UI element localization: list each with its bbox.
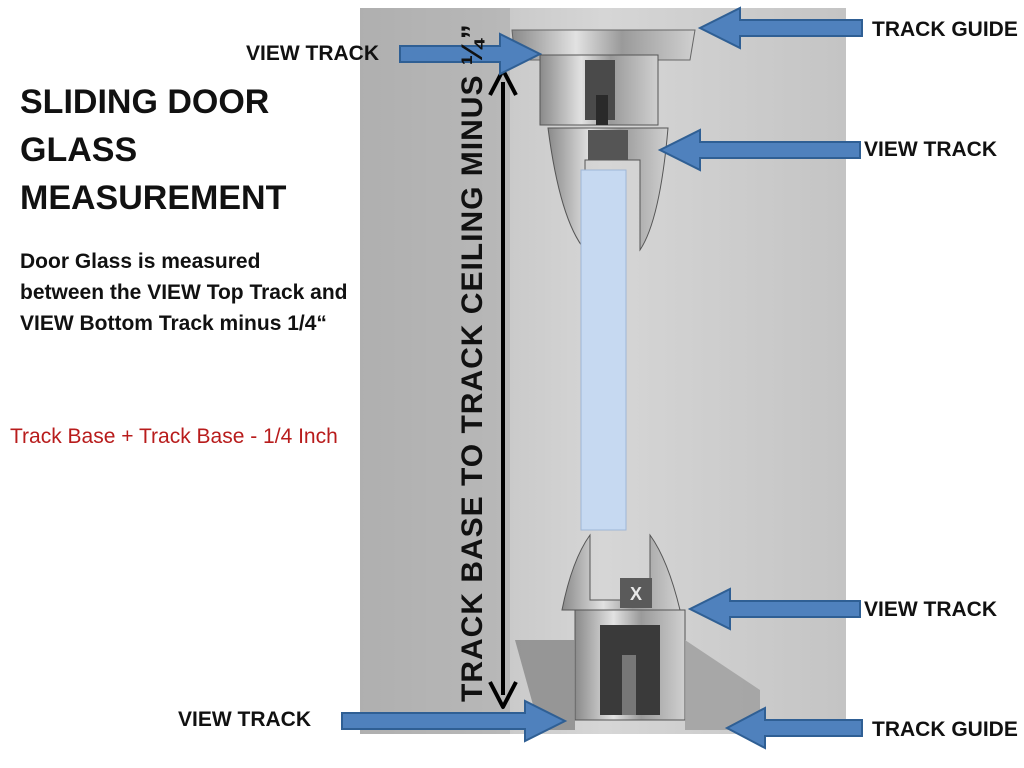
title-line-1: SLIDING DOOR <box>20 83 270 121</box>
arrow-track-guide-top <box>697 6 863 50</box>
top-track-assembly <box>511 29 696 252</box>
photo-shadow <box>360 8 510 734</box>
arrow-view-track-top-left <box>399 32 543 76</box>
title-line-2: GLASS <box>20 131 138 169</box>
title-line-3: MEASUREMENT <box>20 179 287 217</box>
bottom-track-assembly: X <box>515 533 760 730</box>
measurement-description: Door Glass is measured between the VIEW … <box>20 250 348 335</box>
measurement-formula: Track Base + Track Base - 1/4 Inch <box>10 425 338 448</box>
vertical-measurement-label: TRACK BASE TO TRACK CEILING MINUS ¼” <box>456 23 489 702</box>
arrow-view-track-upper-right <box>657 128 861 172</box>
label-view-track-lower-right: VIEW TRACK <box>864 598 997 621</box>
glass-panel <box>580 169 627 531</box>
label-track-guide-bottom: TRACK GUIDE <box>872 718 1018 741</box>
label-view-track-bottom-left: VIEW TRACK <box>178 708 311 731</box>
slide-title: SLIDING DOOR GLASS MEASUREMENT <box>20 78 340 222</box>
arrow-view-track-bottom-left <box>341 699 568 743</box>
arrow-track-guide-bottom <box>724 706 863 750</box>
label-view-track-top-left: VIEW TRACK <box>246 42 379 65</box>
label-track-guide-top: TRACK GUIDE <box>872 18 1018 41</box>
label-view-track-upper-right: VIEW TRACK <box>864 138 997 161</box>
arrow-view-track-lower-right <box>687 587 861 631</box>
profile-marker: X <box>630 584 642 604</box>
profile-marker-box <box>620 578 652 608</box>
